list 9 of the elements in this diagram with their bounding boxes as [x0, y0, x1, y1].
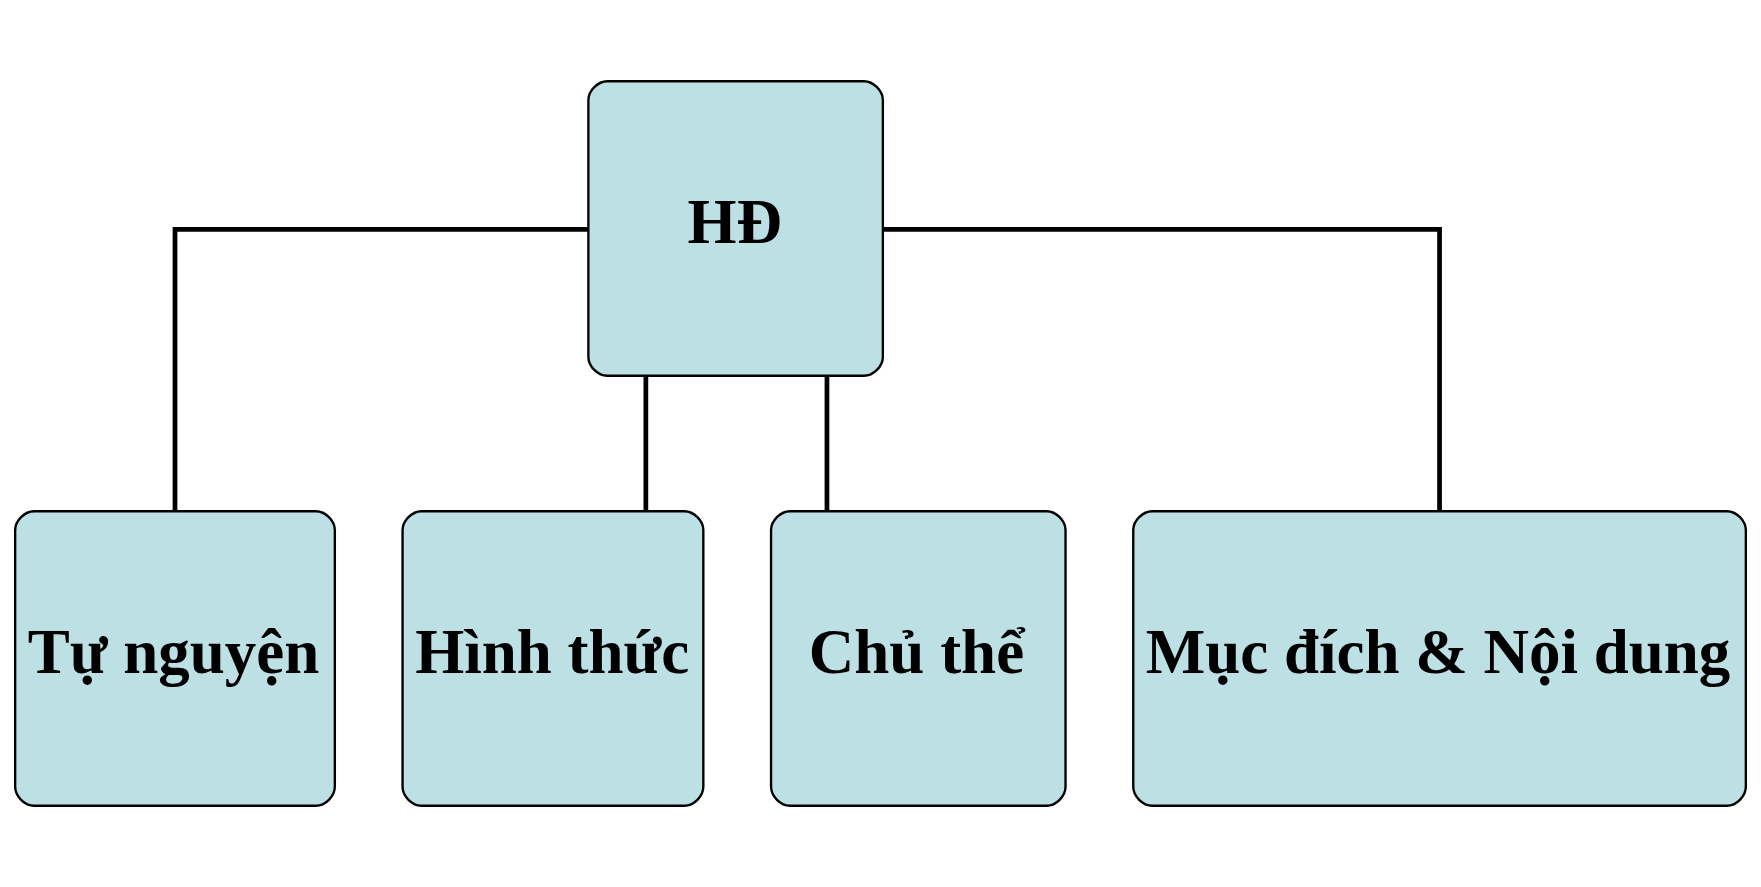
connector — [172, 226, 589, 511]
node-box: HĐ — [587, 80, 885, 377]
node-box: Hình thức — [401, 510, 705, 807]
connector — [643, 375, 649, 511]
node-box: Tự nguyện — [13, 510, 336, 807]
connector — [824, 375, 830, 511]
connector — [883, 226, 1442, 511]
node-box: Mục đích & Nội dung — [1132, 510, 1748, 807]
node-box: Chủ thể — [769, 510, 1067, 807]
